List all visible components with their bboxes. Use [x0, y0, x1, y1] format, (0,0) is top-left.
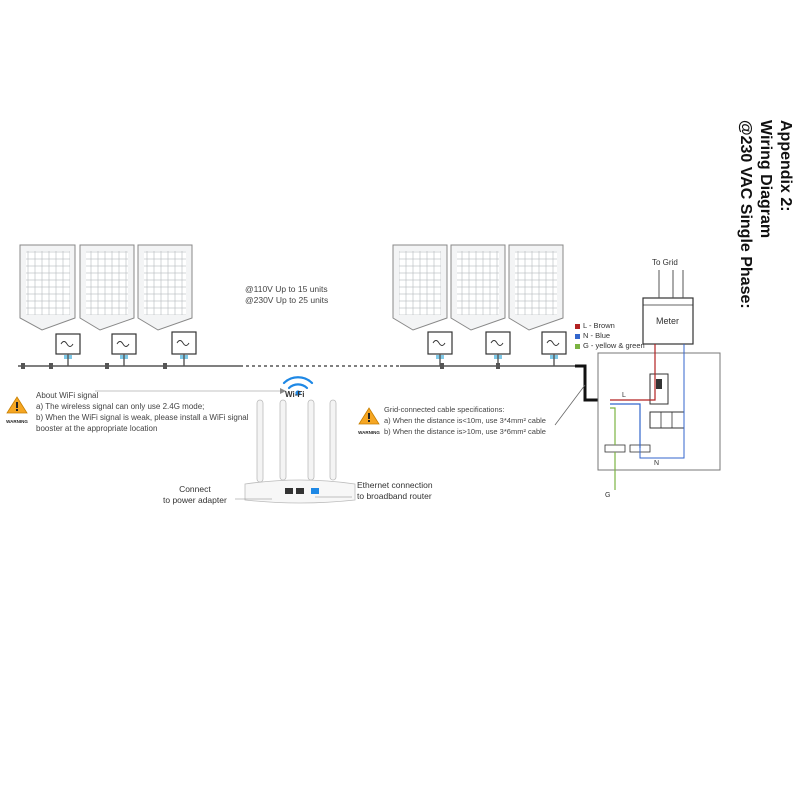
- distribution-box: [597, 270, 721, 490]
- solar-panel: [392, 244, 448, 331]
- cable-warning-icon: WARNING: [358, 407, 380, 435]
- right-solar-panel-group: [392, 244, 564, 331]
- wifi-icon: [282, 376, 314, 396]
- cable-note-line-1: a) When the distance is<10m, use 3*4mm² …: [384, 416, 546, 425]
- terminal-block: [649, 411, 685, 429]
- legend-label-l: L - Brown: [583, 321, 615, 330]
- wifi-note-heading: About WiFi signal: [36, 391, 99, 400]
- wifi-label: Wi-Fi: [285, 390, 305, 399]
- warning-tag: WARNING: [358, 430, 380, 435]
- meter-label: Meter: [656, 316, 680, 326]
- ground-bar: [604, 444, 626, 453]
- units-note-line-2: @230V Up to 25 units: [245, 295, 329, 305]
- terminal-n-label: N: [654, 460, 660, 467]
- router-ethernet-label: Ethernet connection to broadband router: [357, 480, 433, 502]
- wifi-router: [244, 399, 356, 504]
- wifi-note-line-3: booster at the appropriate location: [36, 424, 158, 433]
- ac-trunk-cable: [18, 354, 575, 367]
- left-solar-panel-group: [19, 244, 193, 331]
- solar-panel: [79, 244, 135, 331]
- title-line-2: Wiring Diagram: [757, 120, 774, 239]
- to-grid-label: To Grid: [652, 258, 678, 267]
- warning-tag: WARNING: [6, 419, 28, 424]
- cable-note-heading: Grid-connected cable specifications:: [384, 405, 505, 414]
- legend-swatch-g: [575, 343, 580, 349]
- legend-swatch-l: [575, 323, 580, 329]
- cable-note-line-2: b) When the distance is>10m, use 3*6mm² …: [384, 427, 546, 436]
- wifi-note: About WiFi signal a) The wireless signal…: [36, 390, 249, 434]
- router-power-label-line-1: Connect: [179, 484, 211, 494]
- solar-panel: [508, 244, 564, 331]
- wifi-note-line-2: b) When the WiFi signal is weak, please …: [36, 413, 249, 422]
- wifi-warning-icon: WARNING: [6, 396, 28, 424]
- legend-item-l: L - Brown: [575, 321, 615, 330]
- legend-item-g: G - yellow & green: [575, 341, 645, 350]
- router-ethernet-label-line-1: Ethernet connection: [357, 480, 433, 490]
- solar-panel: [19, 244, 76, 331]
- router-power-label: Connect to power adapter: [163, 484, 227, 506]
- legend-label-g: G - yellow & green: [583, 341, 645, 350]
- diagram-title: Appendix 2: Wiring Diagram @230 VAC Sing…: [735, 120, 795, 309]
- solar-panel: [450, 244, 506, 331]
- legend-label-n: N - Blue: [583, 331, 611, 340]
- title-line-3: @230 VAC Single Phase:: [737, 120, 754, 309]
- legend-item-n: N - Blue: [575, 331, 610, 340]
- meter: [642, 297, 694, 345]
- cable-spec-pointer: [554, 384, 586, 426]
- terminal-l-label: L: [622, 392, 626, 399]
- solar-panel: [137, 244, 193, 331]
- wifi-note-line-1: a) The wireless signal can only use 2.4G…: [36, 402, 205, 411]
- units-note-line-1: @110V Up to 15 units: [245, 284, 328, 294]
- legend-swatch-n: [575, 333, 580, 339]
- title-line-1: Appendix 2:: [777, 120, 794, 212]
- router-ethernet-label-line-2: to broadband router: [357, 491, 432, 501]
- router-power-label-line-2: to power adapter: [163, 495, 227, 505]
- units-note: @110V Up to 15 units @230V Up to 25 unit…: [245, 284, 328, 306]
- terminal-g-label: G: [605, 492, 611, 499]
- cable-note: Grid-connected cable specifications: a) …: [384, 404, 546, 437]
